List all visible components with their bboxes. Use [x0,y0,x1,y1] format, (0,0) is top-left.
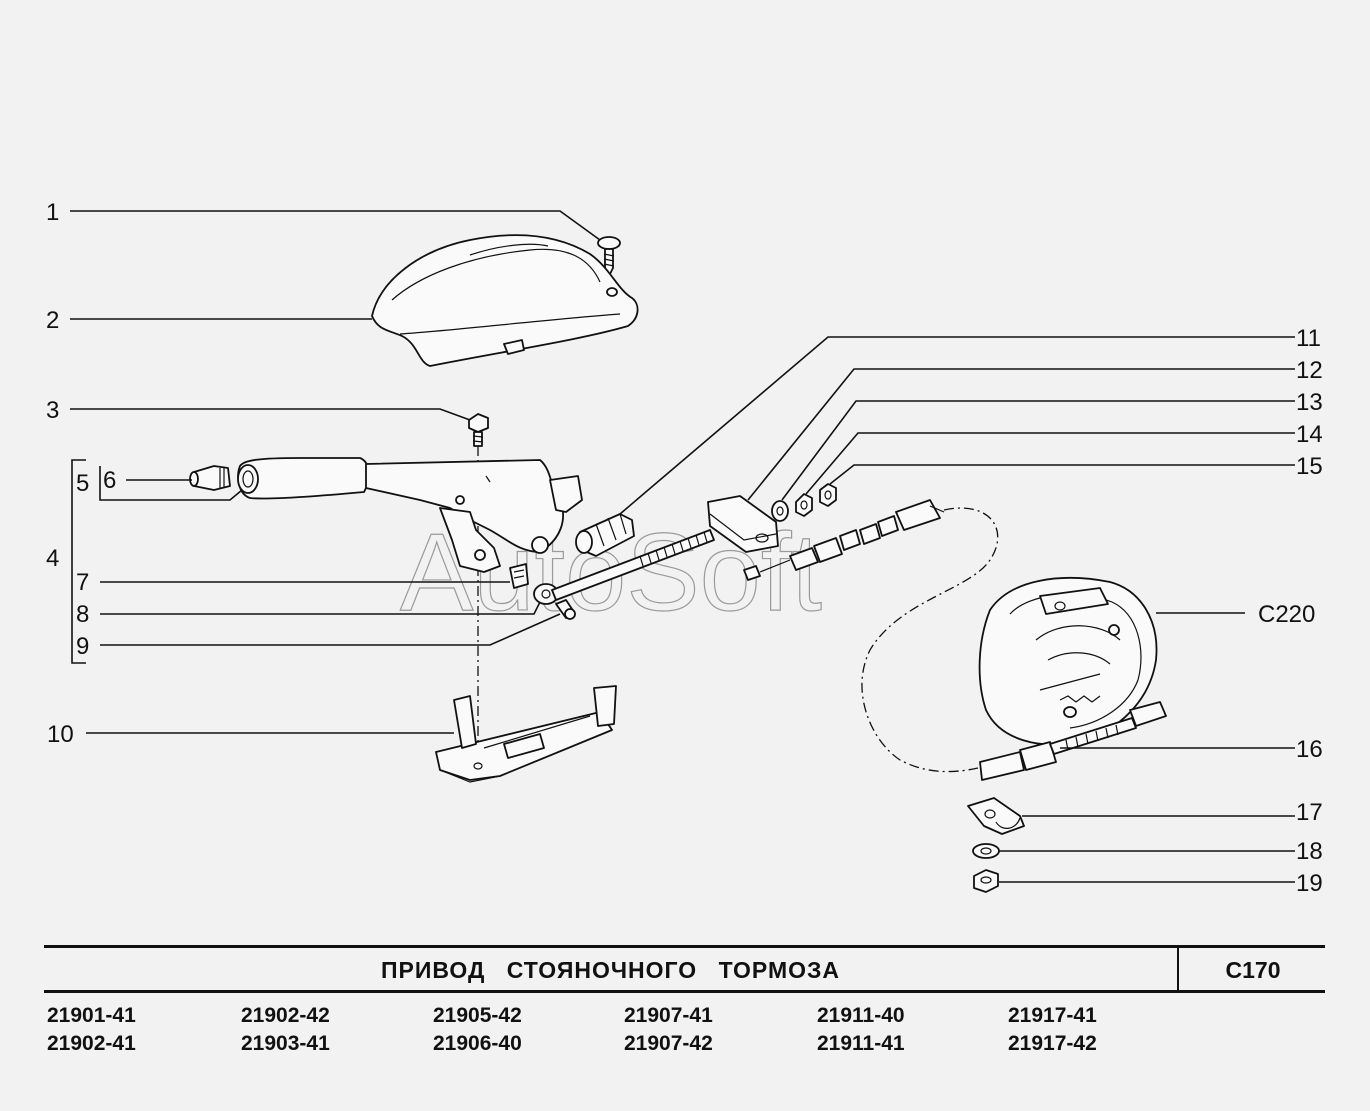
model-list: 21901-41 21902-41 21902-42 21903-41 2190… [47,1002,1197,1062]
model-column: 21917-41 21917-42 [1008,1002,1198,1058]
callout-16: 16 [1296,736,1323,763]
callout-7: 7 [76,569,89,596]
cable-route [861,507,999,773]
tunnel-cover-part [371,234,639,367]
callout-14: 14 [1296,421,1323,448]
model-code: 21911-41 [817,1032,905,1055]
clip-part [509,563,529,589]
diagram-title: ПРИВОД СТОЯНОЧНОГО ТОРМОЗА [380,957,841,983]
callout-15: 15 [1296,453,1323,480]
model-column: 21911-40 21911-41 [817,1002,1007,1058]
model-code: 21901-41 [47,1004,136,1027]
callout-18: 18 [1296,838,1323,865]
washer-part [771,500,789,522]
model-column: 21907-41 21907-42 [624,1002,814,1058]
title-block: ПРИВОД СТОЯНОЧНОГО ТОРМОЗА C170 [44,945,1325,993]
lever-button-part [189,465,231,491]
callout-11: 11 [1296,325,1321,352]
bolt-part [468,413,489,447]
rear-cable-part [979,701,1167,781]
model-column: 21902-42 21903-41 [241,1002,431,1058]
callout-6: 6 [103,467,116,494]
callout-13: 13 [1296,389,1323,416]
cable-assembly-part [743,499,945,581]
pin-part [555,599,576,620]
callout-9: 9 [76,633,89,660]
callout-4: 4 [46,545,59,572]
model-column: 21901-41 21902-41 [47,1002,237,1058]
callout-1: 1 [46,199,59,226]
bushing-part [575,513,635,557]
model-code: 21907-42 [624,1032,713,1055]
nut-part-19 [973,869,999,893]
model-column: 21905-42 21906-40 [433,1002,623,1058]
leader-lines [70,210,1295,883]
callout-8: 8 [76,601,89,628]
nut-part-14 [795,493,813,517]
lever-bracket-part [435,685,617,783]
nut-part-15 [819,483,837,507]
model-code: 21917-41 [1008,1004,1097,1027]
callout-3: 3 [46,397,59,424]
callout-5: 5 [76,470,89,497]
model-code: 21903-41 [241,1032,330,1055]
callout-ref-c220: C220 [1258,601,1315,628]
model-code: 21911-40 [817,1004,905,1027]
callout-17: 17 [1296,799,1323,826]
model-code: 21905-42 [433,1004,522,1027]
guide-bracket-part [707,495,779,553]
cable-clamp-part [967,797,1025,835]
rear-brake-assembly [978,577,1158,746]
model-code: 21906-40 [433,1032,522,1055]
callout-12: 12 [1296,357,1323,384]
callout-2: 2 [46,307,59,334]
model-code: 21902-41 [47,1032,136,1055]
callout-10: 10 [47,721,74,748]
threaded-rod-part [551,529,715,601]
washer-part-18 [972,843,1000,859]
model-code: 21917-42 [1008,1032,1097,1055]
diagram-code: C170 [1177,948,1327,990]
model-code: 21907-41 [624,1004,713,1027]
callout-19: 19 [1296,870,1323,897]
parking-brake-lever-part [237,457,583,573]
model-code: 21902-42 [241,1004,330,1027]
screw-part [597,236,621,277]
